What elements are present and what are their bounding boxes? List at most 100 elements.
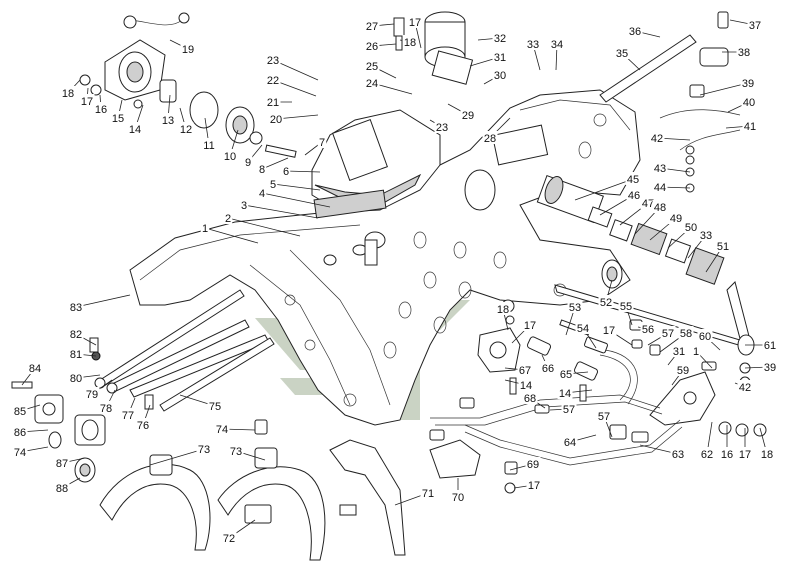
callout-bg	[160, 113, 176, 126]
callout-bg	[698, 228, 714, 241]
callout-bg	[221, 531, 237, 544]
callout-label: 13	[162, 115, 174, 127]
callout-bg	[27, 361, 43, 374]
callout-label: 80	[70, 373, 82, 385]
lower-linkage	[554, 281, 767, 437]
callout-label: 7	[319, 137, 325, 149]
callout-label: 41	[744, 121, 756, 133]
leader-line	[227, 217, 301, 237]
callout-bg	[640, 322, 656, 335]
callout-label: 57	[598, 411, 610, 423]
leader-line	[699, 82, 749, 96]
callout-bg	[265, 95, 281, 108]
callout-label: 38	[738, 47, 750, 59]
callout-bg	[196, 442, 212, 455]
callout-label: 68	[524, 393, 536, 405]
callout-label: 4	[259, 188, 265, 200]
callout-label: 87	[56, 458, 68, 470]
callout-label: 33	[527, 39, 539, 51]
callout-label: 46	[628, 190, 640, 202]
callout-label: 56	[642, 324, 654, 336]
callout-bg	[492, 50, 508, 63]
callout-label: 39	[764, 362, 776, 374]
cylinder-assembly	[536, 175, 725, 289]
callout-label: 14	[520, 380, 532, 392]
callout-label: 63	[672, 449, 684, 461]
callout-bg	[614, 46, 630, 59]
callout-label: 20	[270, 114, 282, 126]
callout-bg	[640, 196, 656, 209]
shift-forks	[99, 419, 518, 561]
leader-line	[261, 157, 289, 170]
callout-bg	[223, 211, 233, 224]
shift-rails	[89, 289, 275, 412]
callout-label: 17	[409, 17, 421, 29]
callout-bg	[265, 53, 281, 66]
callout-bg	[317, 135, 327, 148]
callout-label: 17	[528, 480, 540, 492]
callout-bg	[618, 299, 634, 312]
callout-bg	[652, 180, 668, 193]
callout-bg	[482, 131, 498, 144]
callout-label: 53	[569, 302, 581, 314]
callout-label: 37	[749, 20, 761, 32]
callout-bg	[562, 435, 578, 448]
callout-bg	[561, 402, 577, 415]
callout-bg	[549, 37, 565, 50]
callout-label: 34	[551, 39, 563, 51]
callout-label: 75	[209, 401, 221, 413]
callout-bg	[652, 200, 668, 213]
callout-bg	[68, 300, 84, 313]
callout-bg	[525, 457, 541, 470]
callout-label: 25	[366, 61, 378, 73]
callout-label: 45	[627, 174, 639, 186]
callout-bg	[741, 95, 757, 108]
callout-label: 85	[14, 406, 26, 418]
callout-bg	[540, 361, 556, 374]
callout-label: 39	[742, 78, 754, 90]
callout-bg	[598, 295, 614, 308]
callout-label: 23	[436, 122, 448, 134]
callout-label: 29	[462, 110, 474, 122]
callout-label: 31	[673, 346, 685, 358]
callout-bg	[675, 363, 691, 376]
callout-label: 16	[95, 104, 107, 116]
callout-label: 18	[497, 304, 509, 316]
callout-label: 6	[283, 166, 289, 178]
callout-label: 33	[700, 230, 712, 242]
callout-bg	[678, 326, 694, 339]
callout-bg	[652, 161, 668, 174]
callout-bg	[434, 120, 450, 133]
callout-bg	[228, 444, 244, 457]
callout-label: 51	[717, 241, 729, 253]
callout-label: 77	[122, 410, 134, 422]
callout-bg	[762, 338, 778, 351]
callout-label: 17	[81, 96, 93, 108]
callout-label: 72	[223, 533, 235, 545]
callout-bg	[420, 486, 436, 499]
callout-bg	[668, 211, 684, 224]
callout-label: 19	[182, 44, 194, 56]
callout-label: 83	[70, 302, 82, 314]
callout-label: 64	[564, 437, 576, 449]
top-cover	[311, 109, 441, 266]
callout-bg	[495, 302, 511, 315]
callout-label: 66	[542, 363, 554, 375]
callout-label: 27	[366, 21, 378, 33]
leader-line	[285, 170, 321, 173]
callout-label: 1	[202, 223, 208, 235]
callout-label: 36	[629, 26, 641, 38]
callout-label: 58	[680, 328, 692, 340]
callout-label: 70	[452, 492, 464, 504]
callout-label: 78	[100, 403, 112, 415]
callout-bg	[243, 155, 253, 168]
callout-label: 59	[677, 365, 689, 377]
callout-bg	[68, 347, 84, 360]
callout-bg	[60, 86, 76, 99]
callout-bg	[54, 456, 70, 469]
callout-bg	[660, 326, 676, 339]
callout-bg	[518, 378, 534, 391]
callout-label: 22	[267, 75, 279, 87]
callout-bg	[601, 323, 617, 336]
